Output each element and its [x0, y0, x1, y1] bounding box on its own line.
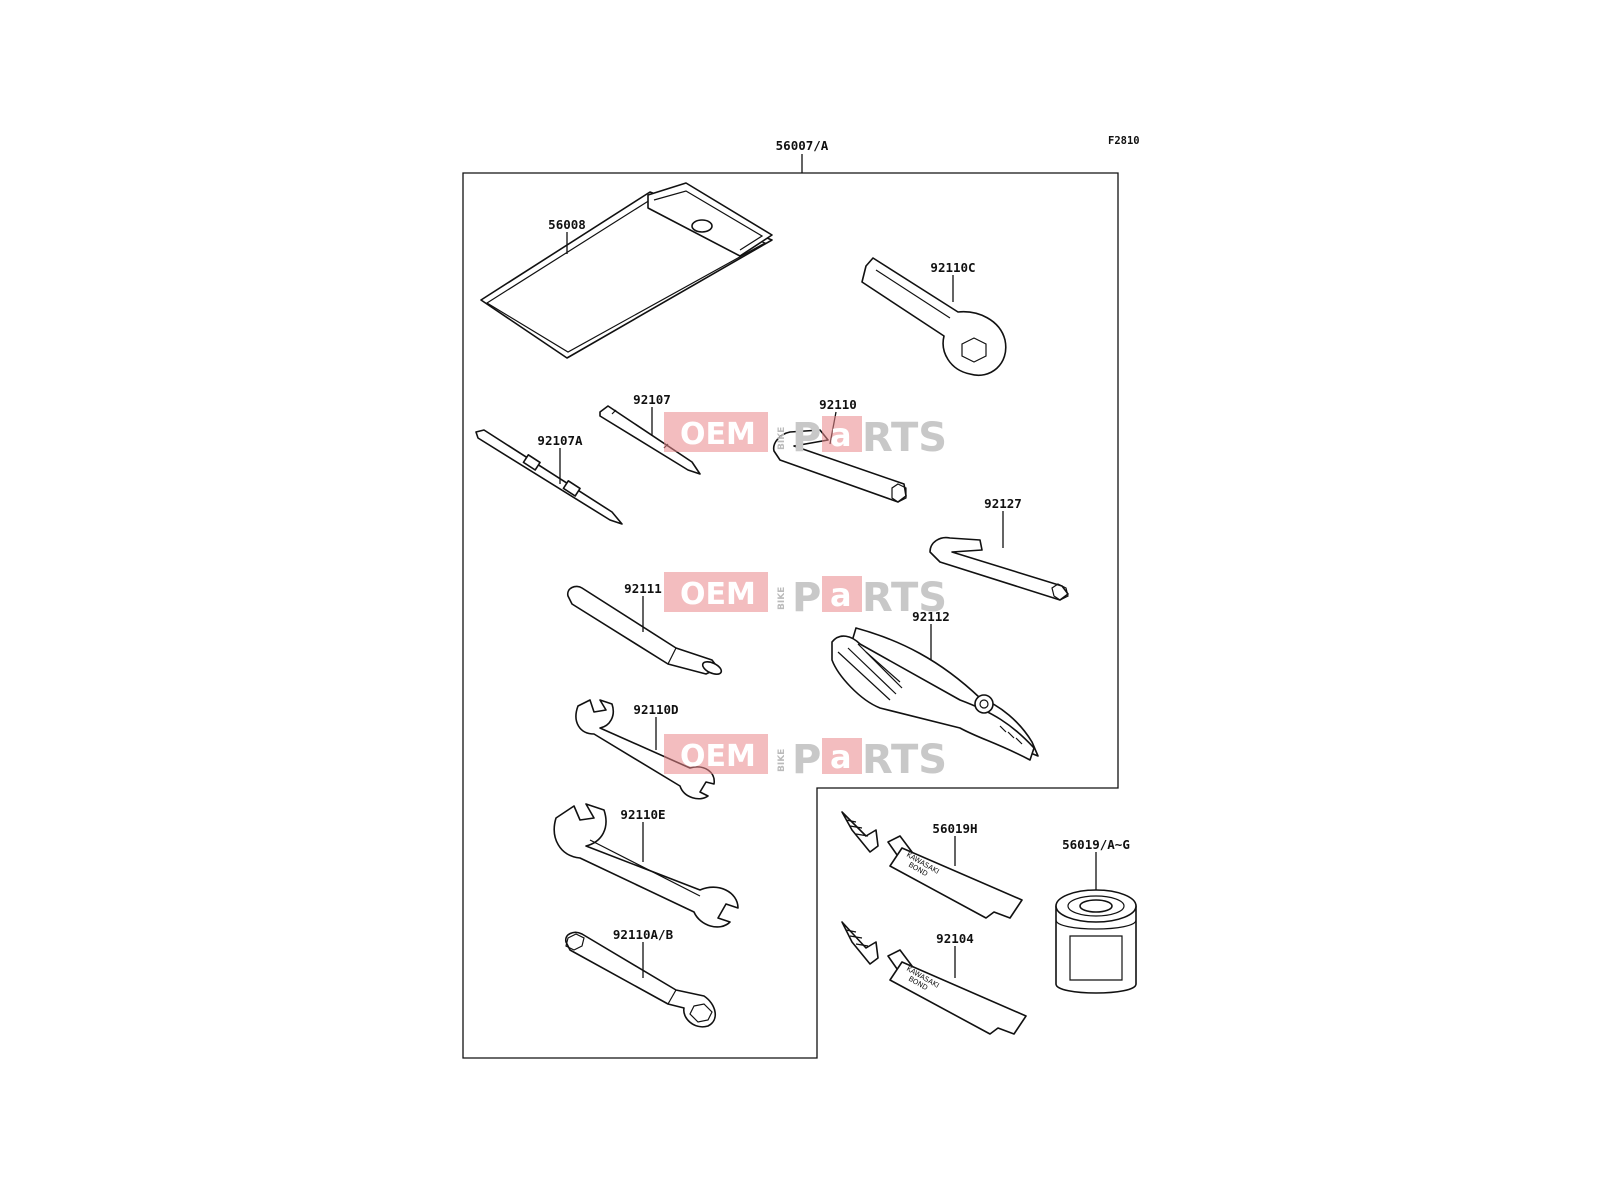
part-label-92104: 92104	[936, 931, 974, 946]
ring-spanner-92110C[interactable]: 92110C	[861, 257, 1007, 377]
svg-text:RTS: RTS	[862, 737, 947, 783]
svg-text:a: a	[830, 416, 852, 454]
hex-key-92110[interactable]: 92110	[772, 397, 907, 503]
part-label-56008: 56008	[548, 217, 586, 232]
open-wrench-92110E[interactable]: 92110E	[553, 803, 739, 928]
svg-text:BIKE: BIKE	[777, 427, 787, 450]
box-spanner-92110AB[interactable]: 92110A/B	[564, 927, 716, 1028]
part-label-92111: 92111	[624, 581, 662, 596]
part-label-56019H: 56019H	[932, 821, 977, 836]
part-label-92107: 92107	[633, 392, 671, 407]
part-label-92110D: 92110D	[633, 702, 678, 717]
svg-text:RTS: RTS	[862, 575, 947, 621]
part-label-56019AG: 56019/A~G	[1062, 837, 1130, 852]
watermark-middle: OEM BIKE P a RTS	[664, 572, 947, 621]
kit-outline	[462, 172, 1119, 1059]
part-label-92110: 92110	[819, 397, 857, 412]
svg-text:BIKE: BIKE	[777, 749, 787, 772]
bond-tube-92104[interactable]: KAWASAKI BOND 92104	[841, 921, 1027, 1035]
screwdriver-bit-92107[interactable]: 92107	[599, 392, 701, 475]
extension-bar-92111[interactable]: 92111	[566, 581, 723, 677]
bond-tube-56019H[interactable]: KAWASAKI BOND 56019H	[841, 811, 1023, 919]
screwdriver-92107A[interactable]: 92107A	[475, 429, 623, 525]
svg-text:P: P	[792, 575, 821, 621]
part-label-92127: 92127	[984, 496, 1022, 511]
svg-text:P: P	[792, 415, 821, 461]
svg-text:a: a	[830, 738, 852, 776]
svg-text:OEM: OEM	[680, 417, 756, 452]
watermark-top: OEM BIKE P a RTS	[664, 412, 947, 461]
part-label-92110E: 92110E	[620, 807, 665, 822]
kit-label: 56007/A	[776, 138, 829, 153]
svg-text:P: P	[792, 737, 821, 783]
part-label-92107A: 92107A	[537, 433, 583, 448]
watermark-bottom: OEM BIKE P a RTS	[664, 734, 947, 783]
svg-text:OEM: OEM	[680, 739, 756, 774]
svg-text:a: a	[830, 576, 852, 614]
tool-pouch-56008[interactable]: 56008	[480, 182, 773, 359]
part-label-92110AB: 92110A/B	[613, 927, 674, 942]
svg-text:OEM: OEM	[680, 577, 756, 612]
part-label-92110C: 92110C	[930, 260, 975, 275]
svg-text:BIKE: BIKE	[777, 587, 787, 610]
sealant-can-56019AG[interactable]: 56019/A~G	[1055, 837, 1137, 994]
part-label-92112: 92112	[912, 609, 950, 624]
hex-key-92127[interactable]: 92127	[929, 496, 1069, 601]
svg-text:RTS: RTS	[862, 415, 947, 461]
pliers-92112[interactable]: 92112	[831, 609, 1039, 761]
figure-code: F2810	[1108, 135, 1140, 147]
